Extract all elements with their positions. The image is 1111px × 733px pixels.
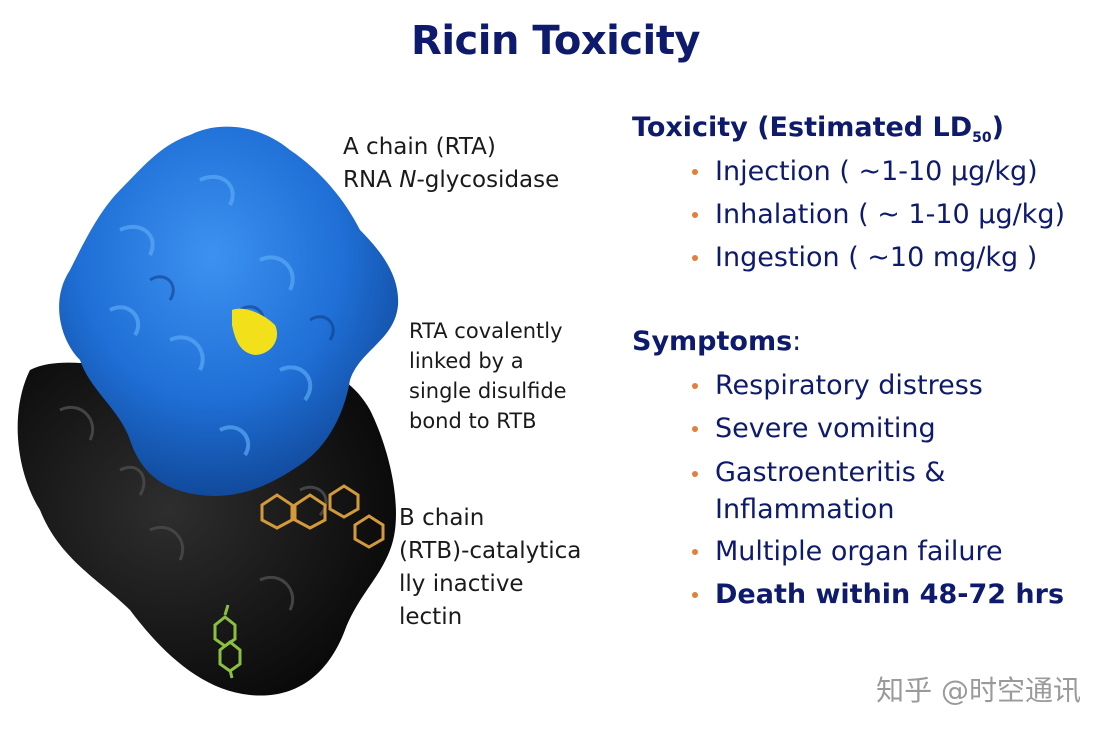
glycan-green-shape [213, 604, 242, 679]
disulfide-bond-marker [232, 308, 278, 355]
a-chain-label: A chain (RTA) RNA N-glycosidase [343, 131, 559, 197]
ricin-structure-image [17, 126, 399, 696]
list-item: Respiratory distress [690, 364, 1064, 407]
a-chain-function: RNA N-glycosidase [343, 167, 560, 193]
rta-link-label: RTA covalently linked by a single disulf… [409, 319, 567, 433]
watermark: 知乎 @时空通讯 [876, 674, 1081, 707]
toxicity-list: Injection ( ~1-10 µg/kg) Inhalation ( ~ … [690, 150, 1065, 279]
list-item: Gastroenteritis &Inflammation [690, 450, 1064, 530]
symptoms-list: Respiratory distress Severe vomiting Gas… [690, 364, 1064, 616]
list-item: Severe vomiting [690, 407, 1064, 450]
b-chain-label: B chain (RTB)-catalytica lly inactive le… [399, 505, 582, 630]
list-item: Multiple organ failure [690, 530, 1064, 573]
a-chain-shape [59, 126, 399, 496]
list-item: Injection ( ~1-10 µg/kg) [690, 150, 1065, 193]
toxicity-heading: Toxicity (Estimated LD50) [632, 112, 1004, 146]
list-item: Inhalation ( ~ 1-10 µg/kg) [690, 193, 1065, 236]
list-item: Death within 48-72 hrs [690, 573, 1064, 616]
list-item: Ingestion ( ~10 mg/kg ) [690, 236, 1065, 279]
slide-title: Ricin Toxicity [411, 18, 700, 64]
symptoms-heading: Symptoms: [632, 326, 802, 357]
glycan-orange-shape [260, 484, 385, 549]
